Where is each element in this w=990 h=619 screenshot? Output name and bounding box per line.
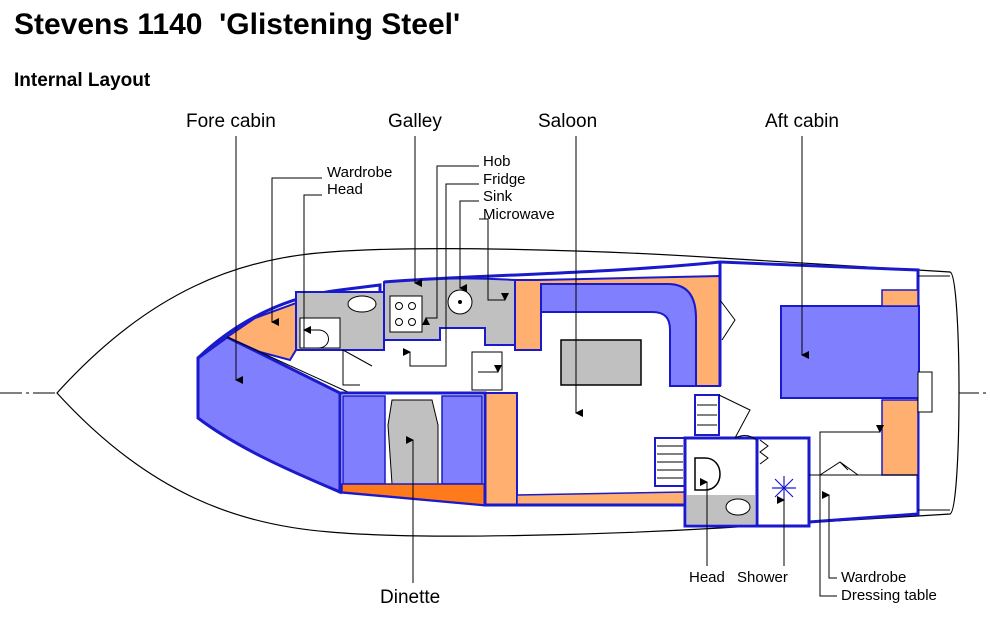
transom-step [917,371,933,413]
label-microwave: Microwave [483,206,555,223]
label-aft-cabin: Aft cabin [765,111,839,132]
label-shower: Shower [737,569,788,586]
shower-compartment [755,436,811,528]
label-dinette: Dinette [380,587,440,608]
dinette-seat-fore [342,395,386,485]
aft-cabin-shelf-top [881,289,919,307]
aft-basin [725,498,751,516]
aft-dressing-table [881,399,919,476]
label-fridge: Fridge [483,171,526,188]
fore-basin [347,295,377,313]
page-title: Stevens 1140 'Glistening Steel' [14,8,461,41]
page-subtitle: Internal Layout [14,70,151,91]
fore-toilet [303,329,329,349]
companionway-steps [654,437,686,487]
shower-rose [772,476,796,500]
fore-head-door [342,349,373,386]
label-head-fore: Head [327,181,363,198]
label-wardrobe-aft: Wardrobe [841,569,906,586]
fore-bulkhead [196,283,382,360]
label-galley: Galley [388,111,442,132]
galley-step [471,351,503,391]
label-hob: Hob [483,153,511,170]
aft-wardrobe [809,461,918,476]
dinette-seat-aft [441,395,483,485]
fore-cabin-divider [226,336,351,394]
label-fore-cabin: Fore cabin [186,111,276,132]
label-sink: Sink [483,188,513,205]
label-saloon: Saloon [538,111,597,132]
saloon-table [560,339,642,386]
galley-hob [389,295,423,333]
saloon-lower-wall [483,393,685,507]
label-wardrobe-fore: Wardrobe [327,164,392,181]
step-to-aft [694,394,720,436]
label-dressing-table: Dressing table [841,587,937,604]
label-head-aft: Head [689,569,725,586]
saloon-lower-joinery [516,491,686,506]
dinette-end-panel [484,392,518,506]
saloon-joinery [514,274,721,387]
